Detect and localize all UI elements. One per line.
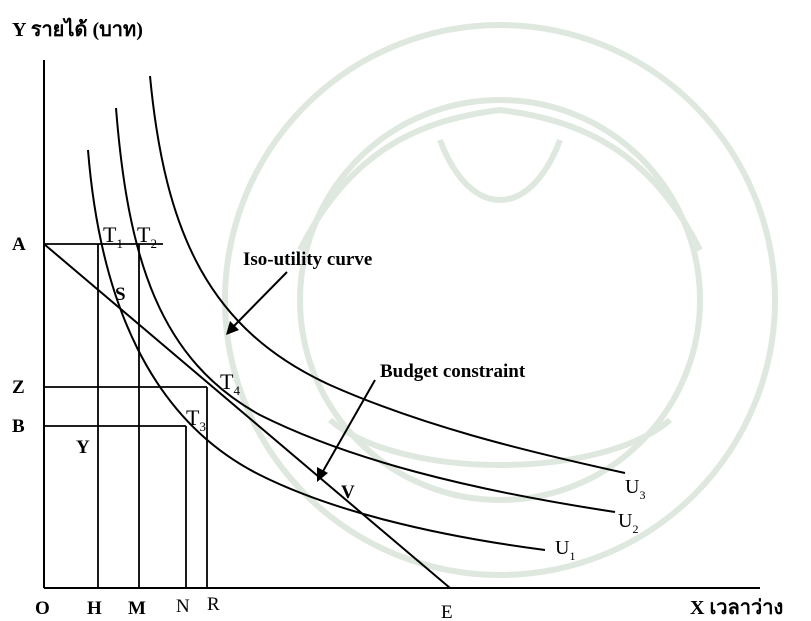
x-axis-title: X เวลาว่าง — [690, 597, 783, 619]
curve-label-u1: U1 — [555, 537, 575, 563]
label-h: H — [87, 598, 102, 619]
label-b: B — [12, 416, 25, 437]
label-r: R — [207, 594, 220, 615]
label-z: Z — [12, 377, 25, 398]
label-v: V — [341, 482, 355, 503]
point-t3: T3 — [186, 405, 206, 434]
y-axis-title: Y รายได้ (บาท) — [12, 17, 143, 41]
indifference-curve-u1 — [87, 149, 546, 551]
budget-constraint-annotation: Budget constraint — [380, 361, 526, 382]
point-t1: T1 — [103, 222, 123, 251]
point-t2: T2 — [137, 222, 157, 251]
label-e: E — [441, 602, 453, 621]
iso-utility-annotation: Iso-utility curve — [243, 249, 372, 270]
label-y: Y — [76, 437, 90, 458]
label-n: N — [176, 596, 190, 617]
budget-arrow — [321, 379, 376, 474]
label-a: A — [12, 234, 26, 255]
label-m: M — [128, 598, 146, 619]
curve-label-u2: U2 — [618, 510, 638, 536]
iso-utility-arrow — [231, 271, 288, 329]
watermark-emblem — [222, 22, 778, 578]
budget-constraint-line — [43, 243, 451, 589]
curve-label-u3: U3 — [625, 476, 645, 502]
point-t4: T4 — [220, 369, 240, 398]
iso-utility-arrowhead — [226, 321, 239, 335]
label-o: O — [35, 598, 50, 619]
indifference-curve-u3 — [149, 75, 626, 474]
budget-arrowhead — [317, 467, 328, 482]
indifference-curve-u2 — [115, 107, 616, 513]
label-s: S — [115, 284, 126, 305]
